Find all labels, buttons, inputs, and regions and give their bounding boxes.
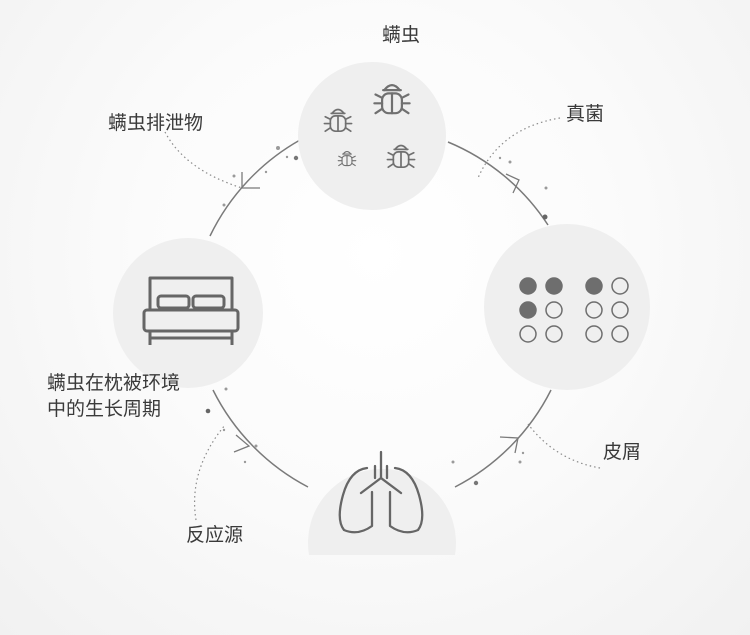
lungs-icon (338, 450, 424, 534)
arc-fungi-to-lungs (454, 389, 552, 488)
node-mites (298, 62, 446, 210)
cycle-arcs (209, 139, 552, 488)
arrow-head-fungi (505, 173, 520, 194)
dot-grid-icon (519, 277, 629, 343)
cycle-arrows (233, 172, 520, 454)
arc-bed-to-mites (209, 139, 301, 237)
arc-lungs-to-bed (212, 389, 309, 488)
label-lifecycle-line2: 中的生长周期 (47, 398, 162, 420)
scatter-dots (205, 146, 548, 486)
label-dander: 皮屑 (603, 441, 642, 463)
node-fungi (484, 224, 650, 390)
leader-feces (164, 131, 243, 189)
node-lungs (308, 468, 456, 555)
leader-fungi (477, 117, 561, 179)
leader-allergen (193, 424, 226, 521)
arrow-head-feces (241, 172, 260, 189)
label-allergen: 反应源 (186, 524, 244, 546)
bed-icon (142, 276, 240, 345)
label-fungi: 真菌 (566, 103, 605, 125)
label-mites: 螨虫 (382, 24, 421, 46)
arc-mites-to-fungi (447, 141, 549, 226)
leader-lines (164, 117, 601, 521)
label-mite-feces: 螨虫排泄物 (108, 112, 204, 134)
node-bed (113, 238, 263, 388)
arrow-head-allergen (233, 434, 251, 453)
leader-dander (527, 423, 601, 469)
label-lifecycle-line1: 螨虫在枕被环境 (47, 372, 181, 394)
arrow-head-dander (499, 436, 519, 454)
